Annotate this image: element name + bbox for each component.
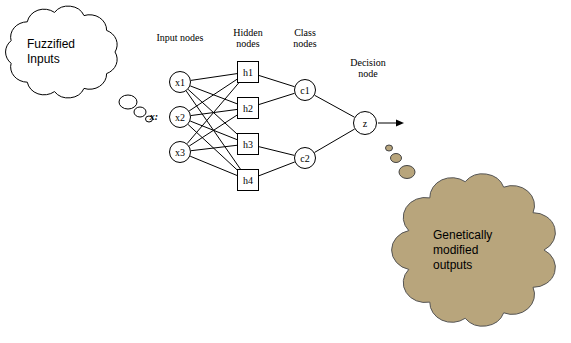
cloud-text: Genetically modified outputs	[433, 228, 517, 273]
node-label: h3	[243, 139, 253, 150]
circle-shape	[170, 107, 191, 128]
circle-shape	[354, 112, 377, 135]
connector	[189, 115, 237, 146]
node-label: h4	[243, 175, 253, 186]
connector	[259, 93, 295, 104]
connector	[188, 89, 237, 134]
vector-label: x:	[145, 111, 163, 123]
connector	[187, 83, 239, 144]
rect-shape	[238, 170, 259, 191]
node-label: x3	[175, 147, 185, 158]
thought-bubble	[134, 107, 146, 117]
input-node: x2	[169, 106, 191, 128]
cloud-shape	[6, 6, 118, 98]
connector	[186, 91, 240, 169]
node-label: h1	[243, 67, 253, 78]
column-label: Input nodes	[155, 32, 205, 44]
class-node: c2	[294, 147, 316, 169]
circle-shape	[295, 80, 316, 101]
cloud-shape	[392, 174, 556, 326]
column-label: Decision node	[343, 57, 393, 80]
thought-bubble	[386, 145, 393, 151]
arrow-head	[396, 120, 404, 127]
hidden-node: h4	[237, 169, 259, 191]
input-cloud: Fuzzified Inputs	[3, 6, 121, 98]
node-label: h2	[243, 103, 253, 114]
hidden-node: h2	[237, 97, 259, 119]
circle-shape	[170, 72, 191, 93]
hidden-node: h3	[237, 133, 259, 155]
circle-shape	[170, 142, 191, 163]
circle-shape	[295, 148, 316, 169]
node-label: x2	[175, 112, 185, 123]
cloud-outline	[3, 6, 121, 98]
connector	[259, 75, 295, 86]
thought-bubble	[391, 154, 402, 163]
connector	[191, 74, 237, 81]
node-label: c1	[300, 85, 309, 96]
thought-bubble	[399, 166, 415, 179]
output-cloud: Genetically modified outputs	[400, 175, 550, 325]
input-node: x1	[169, 71, 191, 93]
connector	[190, 156, 237, 175]
hidden-node: h1	[237, 61, 259, 83]
connector	[315, 129, 355, 152]
node-label: z	[363, 118, 367, 129]
cloud-text: Fuzzified Inputs	[27, 37, 97, 67]
rect-shape	[238, 134, 259, 155]
column-label: Class nodes	[285, 27, 325, 50]
connector	[189, 79, 237, 111]
connector	[315, 95, 355, 117]
node-label: c2	[300, 153, 309, 164]
column-label: Hidden nodes	[223, 27, 273, 50]
thought-bubble	[119, 95, 137, 109]
input-node: x3	[169, 141, 191, 163]
connector	[259, 162, 295, 176]
class-node: c1	[294, 79, 316, 101]
connector	[191, 145, 237, 150]
node-label: x1	[175, 77, 185, 88]
decision-node: z	[353, 111, 377, 135]
rect-shape	[238, 98, 259, 119]
rect-shape	[238, 62, 259, 83]
connector	[259, 147, 294, 156]
